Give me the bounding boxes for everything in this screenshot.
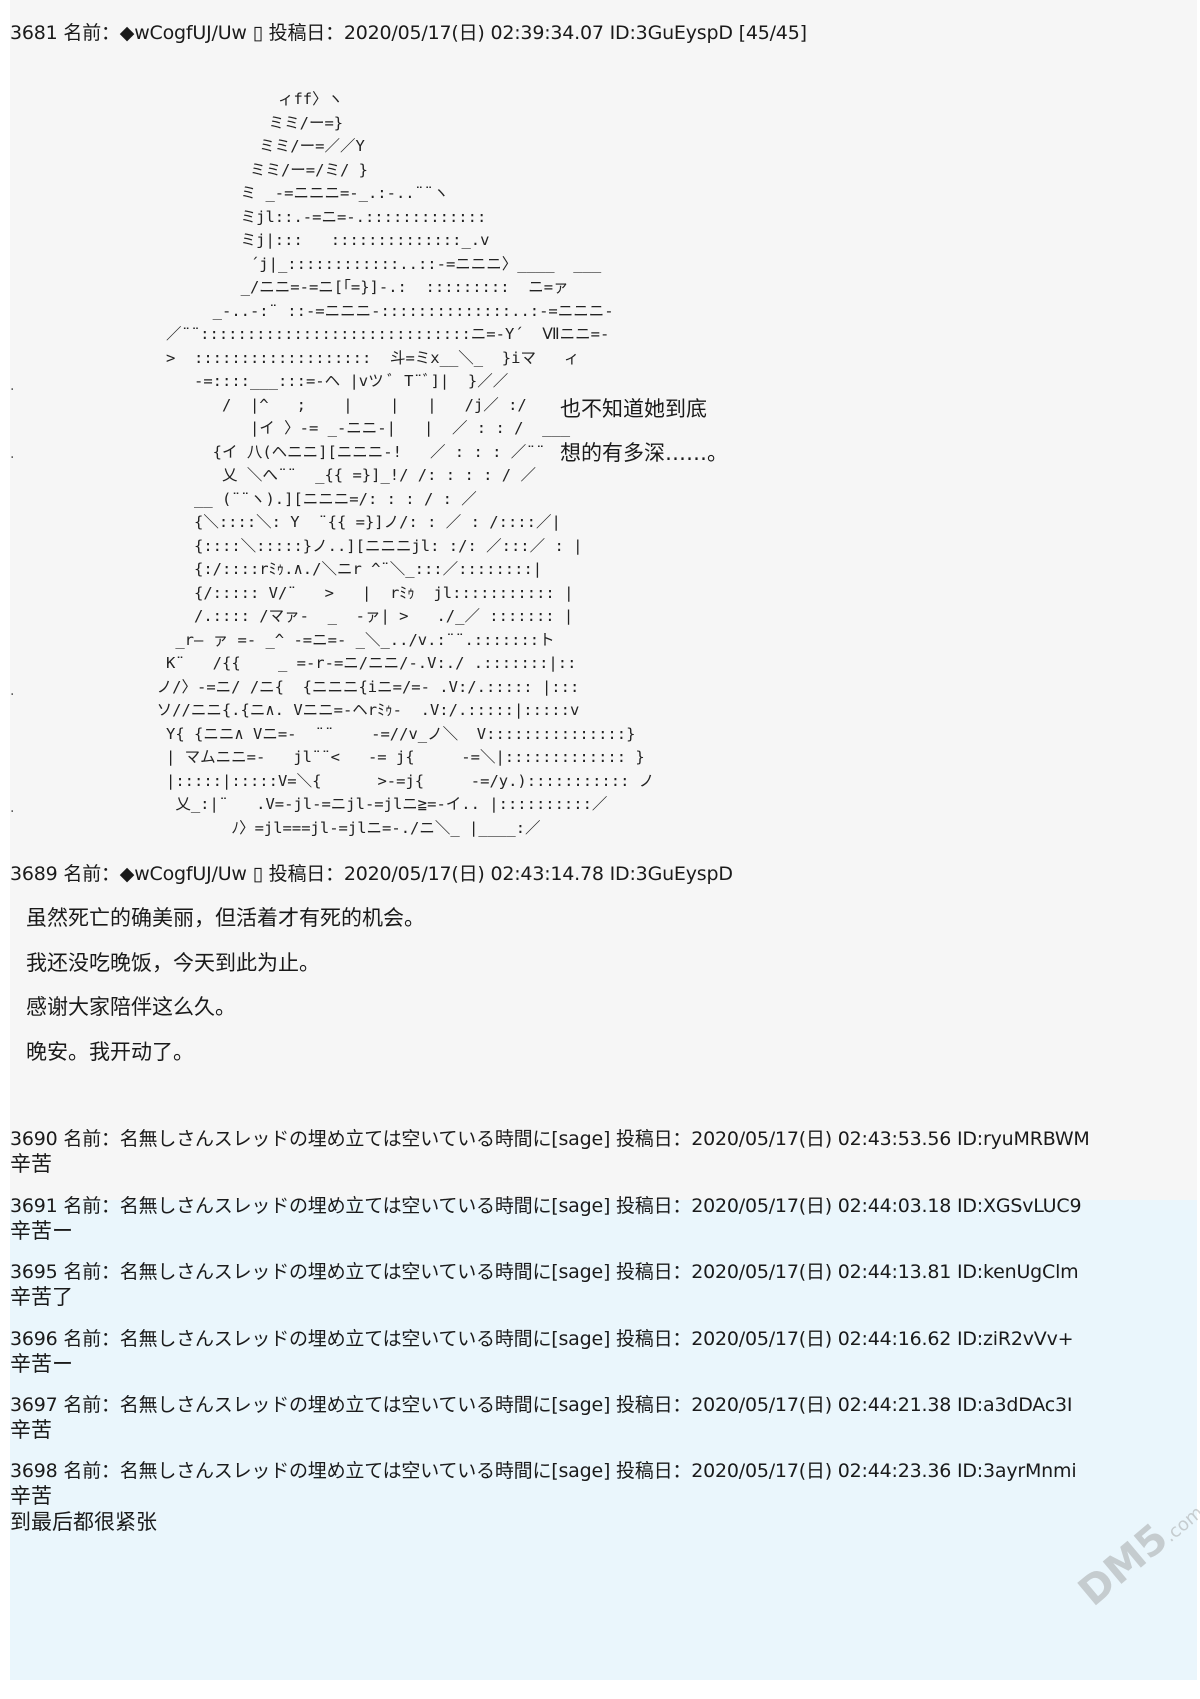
dot-marker: . [10,378,15,394]
ascii-art: ィff〉ヽ ミミ/ー=} ミミ/ー=／／Y ミミ/ー=/ミ/ } ミ _-=ニニ… [156,90,655,837]
reply-body: 辛苦ー [10,1352,73,1376]
reply-body: 到最后都很紧张 [10,1510,157,1534]
reply-header: 3696 名前：名無しさんスレッドの埋め立ては空いている時間に[sage] 投稿… [10,1328,1074,1350]
side-caption-line: 也不知道她到底 [560,397,707,421]
reply-list: 3690 名前：名無しさんスレッドの埋め立ては空いている時間に[sage] 投稿… [10,1128,1197,1680]
post-3689: 3689 名前：◆wCogfUJ/Uw ▯ 投稿日：2020/05/17(日) … [10,863,1197,1200]
thread-page: 3681 名前：◆wCogfUJ/Uw ▯ 投稿日：2020/05/17(日) … [10,0,1200,1699]
reply-3698: 3698 名前：名無しさんスレッドの埋め立ては空いている時間に[sage] 投稿… [10,1456,1077,1535]
reply-body: 辛苦了 [10,1285,73,1309]
reply-header: 3690 名前：名無しさんスレッドの埋め立ては空いている時間に[sage] 投稿… [10,1128,1090,1150]
post-body-line: 感谢大家陪伴这么久。 [26,995,236,1019]
reply-3691: 3691 名前：名無しさんスレッドの埋め立ては空いている時間に[sage] 投稿… [10,1191,1082,1244]
post-body-line: 晚安。我开动了。 [26,1040,194,1064]
reply-3697: 3697 名前：名無しさんスレッドの埋め立ては空いている時間に[sage] 投稿… [10,1390,1072,1443]
reply-3690: 3690 名前：名無しさんスレッドの埋め立ては空いている時間に[sage] 投稿… [10,1124,1090,1177]
post-3681: 3681 名前：◆wCogfUJ/Uw ▯ 投稿日：2020/05/17(日) … [10,0,1197,900]
post-body-line: 虽然死亡的确美丽，但活着才有死的机会。 [26,906,425,930]
reply-header: 3695 名前：名無しさんスレッドの埋め立ては空いている時間に[sage] 投稿… [10,1261,1079,1283]
reply-3696: 3696 名前：名無しさんスレッドの埋め立ては空いている時間に[sage] 投稿… [10,1324,1074,1377]
reply-body: 辛苦 [10,1152,52,1176]
reply-header: 3691 名前：名無しさんスレッドの埋め立ては空いている時間に[sage] 投稿… [10,1195,1082,1217]
side-caption-line: 想的有多深……。 [560,441,728,465]
post-header: 3681 名前：◆wCogfUJ/Uw ▯ 投稿日：2020/05/17(日) … [10,22,807,44]
dot-marker: . [10,800,15,816]
reply-body: 辛苦 [10,1484,52,1508]
reply-body: 辛苦ー [10,1219,73,1243]
reply-header: 3697 名前：名無しさんスレッドの埋め立ては空いている時間に[sage] 投稿… [10,1394,1073,1416]
post-body-line: 我还没吃晚饭，今天到此为止。 [26,951,320,975]
reply-header: 3698 名前：名無しさんスレッドの埋め立ては空いている時間に[sage] 投稿… [10,1460,1077,1482]
dot-marker: . [10,683,15,699]
dot-marker: . [10,446,15,462]
reply-3695: 3695 名前：名無しさんスレッドの埋め立ては空いている時間に[sage] 投稿… [10,1257,1079,1310]
reply-body: 辛苦 [10,1418,52,1442]
post-header: 3689 名前：◆wCogfUJ/Uw ▯ 投稿日：2020/05/17(日) … [10,863,733,885]
